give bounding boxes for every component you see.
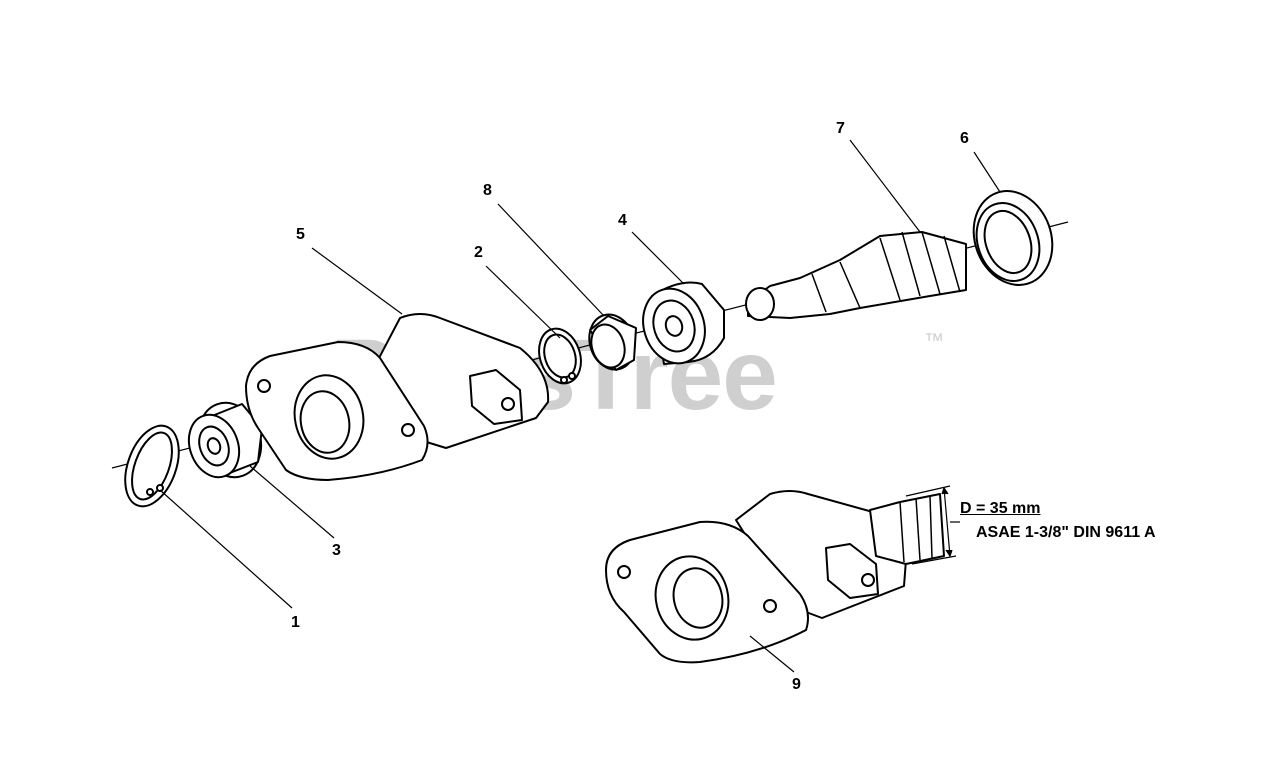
leader-line-2 <box>485 265 561 339</box>
part-8-spacer-ring <box>588 313 637 371</box>
leader-line-1 <box>159 489 293 609</box>
leader-line-8 <box>497 203 605 317</box>
callout-7: 7 <box>836 120 845 137</box>
callout-4: 4 <box>618 212 627 229</box>
part-3-bearing <box>187 401 263 479</box>
leader-line-4 <box>631 231 685 285</box>
leader-line-7 <box>849 139 921 233</box>
leader-line-5 <box>311 247 403 315</box>
leader-lines <box>159 139 1001 673</box>
leader-line-6 <box>973 151 1001 193</box>
spec-standard: ASAE 1-3/8" DIN 9611 A <box>976 524 1156 541</box>
callout-3: 3 <box>332 542 341 559</box>
callout-2: 2 <box>474 244 483 261</box>
watermark-trademark: ™ <box>924 330 944 352</box>
part-5-housing <box>245 313 550 481</box>
callout-5: 5 <box>296 226 305 243</box>
part-9-housing-assembly <box>605 490 945 664</box>
leader-line-9 <box>749 635 795 673</box>
part-4-bearing <box>642 281 725 365</box>
callout-8: 8 <box>483 182 492 199</box>
part-7-splined-shaft <box>745 231 967 321</box>
part-6-seal <box>972 190 1054 286</box>
callout-1: 1 <box>291 614 300 631</box>
leader-line-3 <box>249 465 335 539</box>
dimension-bracket <box>905 485 960 565</box>
spec-diameter: D = 35 mm <box>960 500 1041 517</box>
part-1-snap-ring <box>124 424 180 508</box>
callout-9: 9 <box>792 676 801 693</box>
callout-6: 6 <box>960 130 969 147</box>
